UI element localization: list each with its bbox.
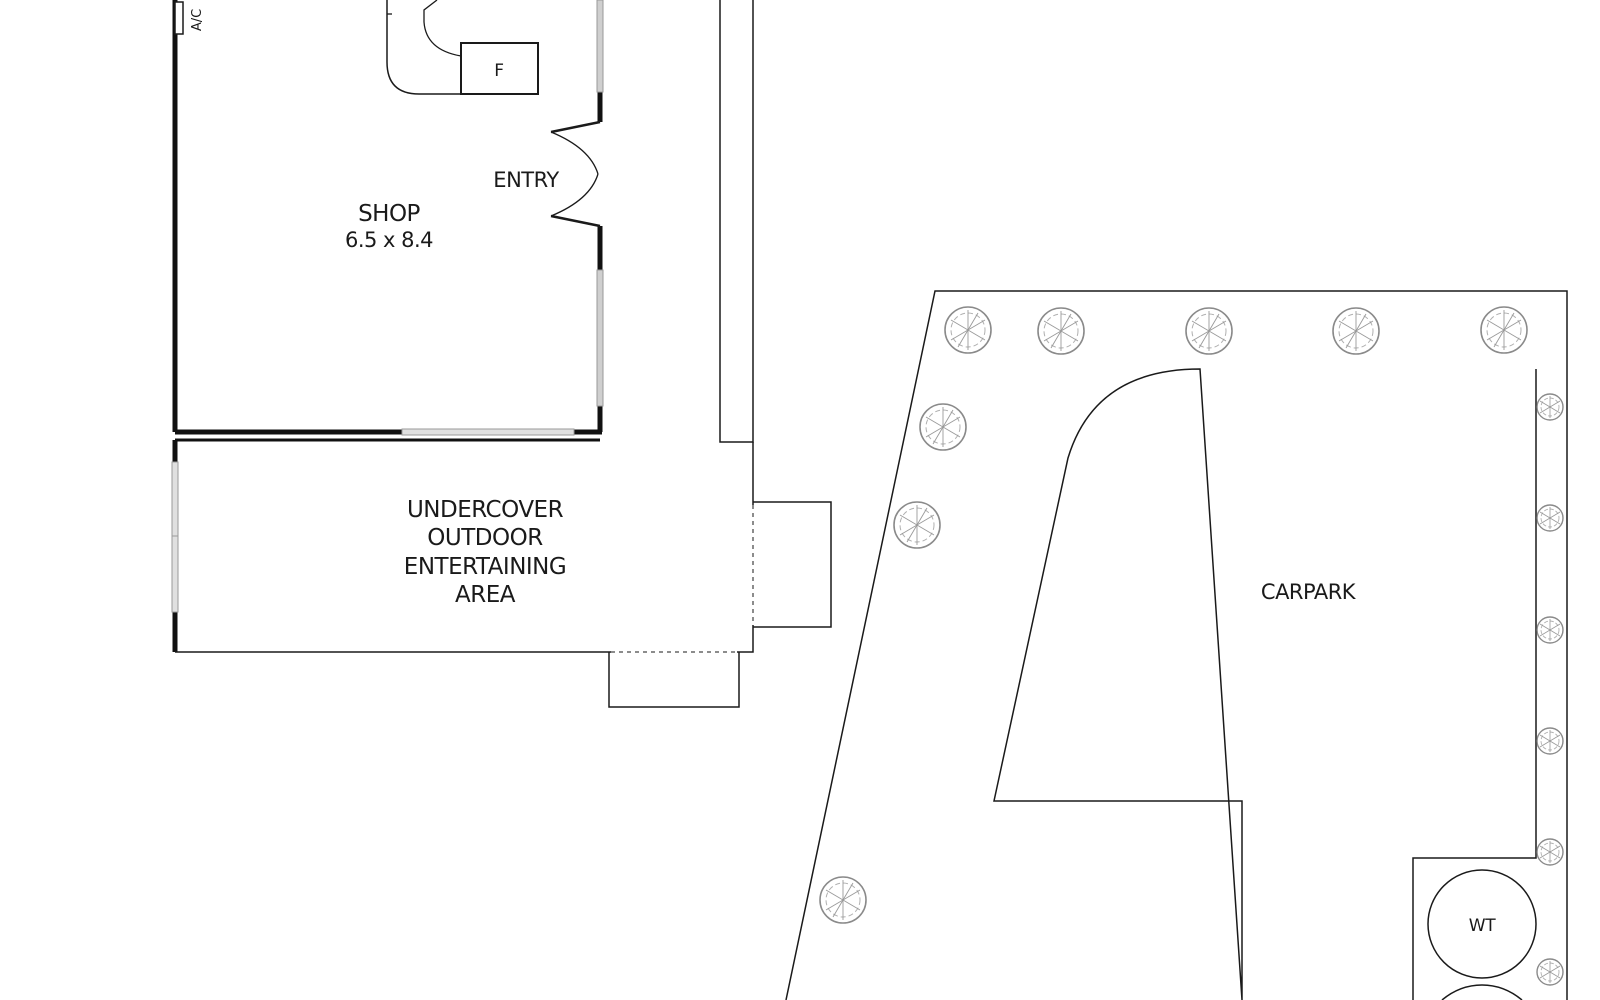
tree — [919, 403, 967, 451]
tree — [1536, 727, 1564, 755]
tree — [944, 306, 992, 354]
entry-doors — [550, 120, 601, 228]
water-tank-2 — [1441, 984, 1523, 1000]
outdoor-window-left — [171, 461, 179, 613]
fridge-label: F — [494, 61, 503, 81]
water-tank — [1427, 869, 1537, 979]
shop-counter — [386, 0, 462, 95]
shop-name: SHOP — [358, 201, 420, 227]
tree — [1536, 958, 1564, 986]
tree — [1536, 393, 1564, 421]
carpark-label: CARPARK — [1261, 580, 1357, 604]
outdoor-label-3: ENTERTAINING — [404, 554, 566, 580]
shop-window-right — [596, 269, 604, 407]
shop-window-bottom — [401, 428, 575, 436]
tree — [1037, 307, 1085, 355]
tree — [1536, 838, 1564, 866]
tree — [893, 501, 941, 549]
site-boundary — [785, 290, 1568, 1000]
outdoor-label-2: OUTDOOR — [427, 525, 543, 551]
shop-size: 6.5 x 8.4 — [345, 228, 433, 252]
ac-unit — [174, 1, 184, 35]
ac-label: A/C — [190, 9, 205, 31]
right-step — [753, 501, 832, 628]
shop-room: A/C ENTRY F SHOP 6.5 x 8.4 — [172, 0, 604, 436]
tree — [1480, 306, 1528, 354]
carpark-site: CARPARK WT — [785, 290, 1568, 1000]
outdoor-label-4: AREA — [455, 582, 516, 608]
tree — [1536, 504, 1564, 532]
fridge — [460, 42, 539, 95]
tree — [819, 876, 867, 924]
tree — [1185, 307, 1233, 355]
entry-label: ENTRY — [493, 168, 559, 192]
shop-window-top — [596, 0, 604, 93]
water-tank-label: WT — [1469, 916, 1497, 936]
tree — [1536, 616, 1564, 644]
counter-inner — [423, 0, 462, 57]
outdoor-area: UNDERCOVER OUTDOOR ENTERTAINING AREA — [171, 438, 832, 708]
carpark-area — [993, 368, 1537, 1000]
side-strip — [719, 0, 754, 443]
tree — [1332, 307, 1380, 355]
bottom-step — [608, 652, 740, 708]
outdoor-label-1: UNDERCOVER — [407, 497, 564, 523]
